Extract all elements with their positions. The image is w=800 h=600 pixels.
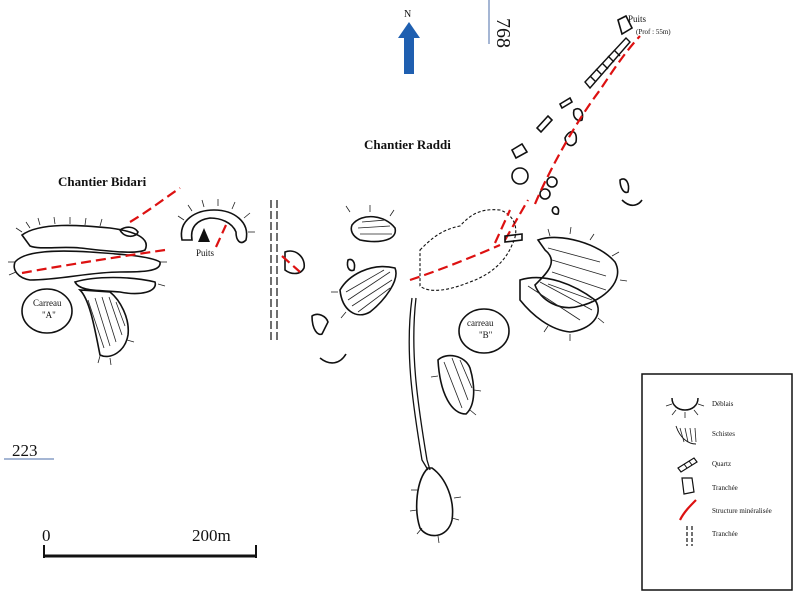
carreau-a-label: Carreau: [33, 298, 62, 308]
scale-bar: 0 200m: [42, 526, 257, 558]
legend-label-tranchee-line: Tranchée: [712, 530, 738, 538]
carreau-a-letter: "A": [42, 310, 56, 320]
legend: Déblais Schistes Quartz Tranchée Structu…: [641, 373, 793, 591]
schistes-icon: [675, 425, 697, 445]
svg-text:N: N: [404, 9, 411, 20]
puits-bidari-label: Puits: [196, 248, 215, 258]
mineralized-structure-icon: [679, 499, 697, 521]
chantier-bidari-label: Chantier Bidari: [58, 174, 147, 189]
puits-top-label: Puits: [628, 14, 647, 24]
coord-223: 223: [12, 441, 38, 460]
carreau-b-letter: "B": [479, 330, 493, 340]
legend-label-deblais: Déblais: [712, 400, 734, 408]
legend-label-structure: Structure minéralisée: [712, 507, 772, 515]
legend-label-tranchee: Tranchée: [712, 484, 738, 492]
legend-label-quartz: Quartz: [712, 460, 731, 468]
carreau-b: [458, 308, 510, 354]
quartz-icon: [677, 457, 698, 473]
chantier-raddi-label: Chantier Raddi: [364, 137, 451, 152]
puits-depth-label: (Prof : 55m): [636, 28, 671, 36]
coord-768: 768: [492, 18, 514, 48]
scale-start: 0: [42, 526, 51, 545]
legend-label-schistes: Schistes: [712, 430, 735, 438]
bidari-workings: Puits Carreau "A": [8, 187, 255, 366]
trench-line-icon: [686, 526, 693, 546]
tranchee-pit-icon: [681, 477, 695, 495]
north-arrow-icon: N: [398, 9, 420, 74]
carreau-b-label: carreau: [467, 318, 494, 328]
scale-end: 200m: [192, 526, 231, 545]
carreau-a: [21, 288, 73, 334]
raddi-workings: carreau "B": [331, 14, 643, 544]
central-trench: [270, 200, 278, 340]
deblais-icon: [665, 397, 705, 418]
